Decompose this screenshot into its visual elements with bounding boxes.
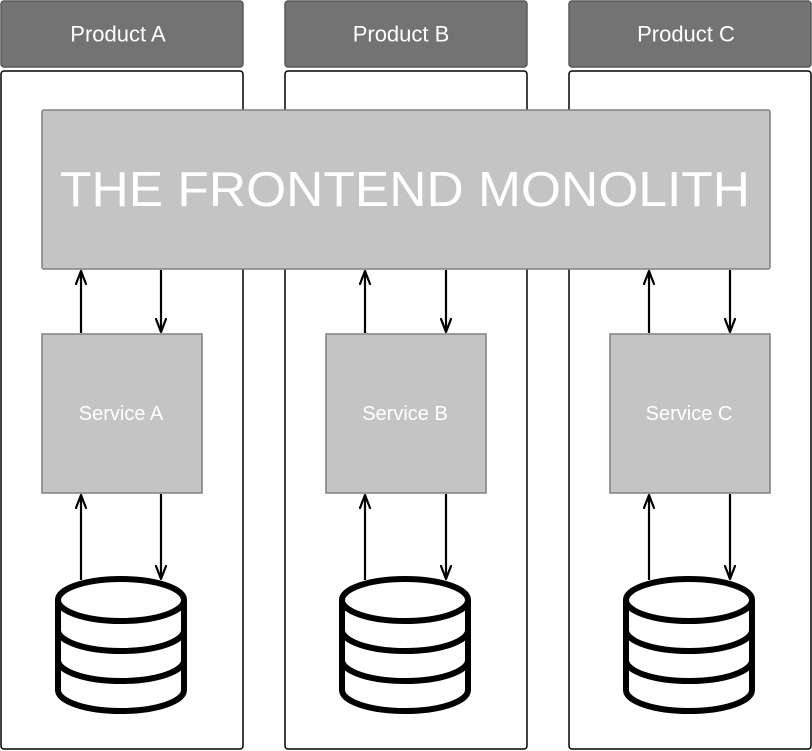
product-header-label: Product B xyxy=(353,22,450,47)
monolith-box xyxy=(41,109,771,270)
service-a: Service A xyxy=(41,333,203,494)
service-b: Service B xyxy=(325,333,487,494)
service-box xyxy=(609,333,771,494)
arrows-monolith-service xyxy=(81,270,730,333)
product-header xyxy=(568,0,812,68)
database-icon xyxy=(339,576,471,714)
service-label: Service B xyxy=(362,403,448,425)
service-c: Service C xyxy=(609,333,771,494)
product-header xyxy=(284,0,528,68)
service-label: Service A xyxy=(79,403,164,425)
service-label: Service C xyxy=(646,403,733,425)
product-header-label: Product C xyxy=(637,22,735,47)
product-header xyxy=(0,0,244,68)
service-box xyxy=(325,333,487,494)
database-icon xyxy=(623,576,755,714)
service-box xyxy=(41,333,203,494)
monolith-label: THE FRONTEND MONOLITH xyxy=(60,163,750,217)
database-icon xyxy=(55,576,187,714)
product-header-label: Product A xyxy=(70,22,166,47)
frontend-monolith: THE FRONTEND MONOLITH xyxy=(41,109,771,270)
arrows-service-database xyxy=(81,494,730,580)
